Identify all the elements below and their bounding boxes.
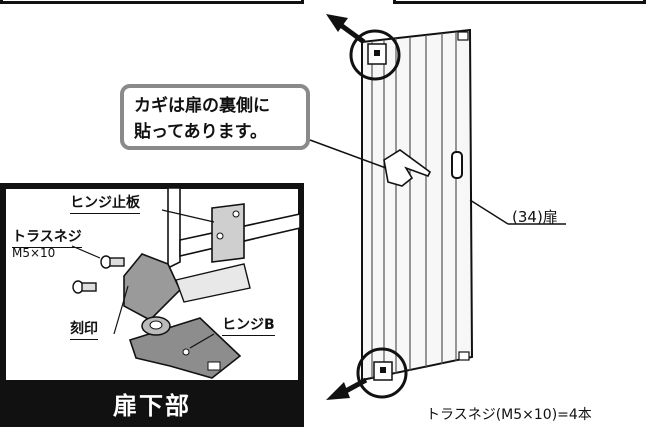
screw-size-label: M5×10 (12, 246, 56, 260)
door-label-leader (469, 199, 509, 225)
plate-hole-1 (232, 210, 240, 218)
bottom-hinge-hole (380, 367, 386, 373)
top-right-hinge (457, 31, 469, 41)
callout-line-1: カギは扉の裏側に (134, 96, 270, 116)
top-hinge-hole (374, 50, 380, 56)
top-right-partial-box (393, 0, 646, 4)
hinge-b-label: ヒンジB (222, 314, 275, 336)
top-arrow-shaft (340, 23, 366, 45)
inset-title: 扉下部 (113, 392, 191, 420)
hinge-b-hole (182, 348, 190, 356)
truss-screw-icon-2 (72, 280, 97, 294)
bracket (175, 263, 251, 303)
bottom-hinge-circle (356, 347, 408, 399)
inset-leaders (71, 209, 215, 349)
door-slats (371, 32, 457, 378)
screw-count-note: トラスネジ(M5×10)=4本 (426, 407, 592, 423)
top-left-partial-box (0, 0, 304, 4)
inset-title-bar: 扉下部 (0, 380, 304, 427)
hinge-stop-plate (211, 203, 245, 263)
callout-leader (309, 139, 387, 169)
top-hinge-circle (349, 29, 401, 81)
door-label: (34)扉 (512, 208, 558, 226)
stamp-label: 刻印 (70, 318, 98, 340)
bottom-arrow-shaft (342, 377, 368, 395)
hinge-pivot-hole (149, 320, 163, 330)
key-location-callout: カギは扉の裏側に 貼ってあります。 (120, 84, 310, 150)
plate-hole-2 (216, 232, 224, 240)
hinge-stop-plate-label: ヒンジ止板 (70, 192, 140, 214)
truss-screw-label: トラスネジ (12, 226, 82, 248)
hinge-b-slot (207, 361, 221, 371)
callout-line-2: 貼ってあります。 (134, 122, 267, 142)
pointing-hand-icon (383, 149, 432, 187)
bottom-right-hinge (458, 351, 470, 361)
door-panel (361, 28, 474, 382)
bottom-arrow-head (326, 382, 350, 400)
door-handle (451, 151, 463, 179)
top-arrow-head (326, 14, 348, 32)
truss-screw-icon (100, 255, 125, 269)
